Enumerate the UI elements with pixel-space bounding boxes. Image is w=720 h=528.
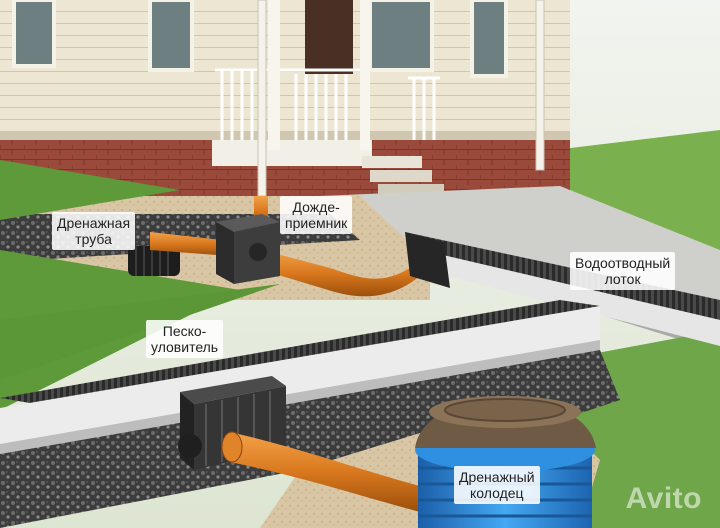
label-drain-channel-line2: лоток bbox=[604, 271, 641, 287]
perforated-pipe bbox=[128, 246, 180, 276]
lower-pipe-end bbox=[221, 431, 243, 463]
lower-pipe-socket bbox=[178, 434, 202, 458]
label-drain-channel: Водоотводный лоток bbox=[570, 252, 676, 290]
door bbox=[305, 0, 353, 74]
downpipe-right bbox=[535, 0, 545, 171]
label-rain-inlet-line1: Дожде- bbox=[292, 199, 340, 215]
upper-pipe-outlet bbox=[262, 250, 420, 297]
main-channel-shadow bbox=[0, 340, 600, 454]
drainage-well bbox=[415, 396, 596, 528]
porch-column bbox=[268, 0, 280, 150]
upper-channel bbox=[405, 232, 720, 320]
label-rain-inlet: Дожде- приемник bbox=[280, 196, 353, 234]
label-sand-trap: Песко- уловитель bbox=[146, 320, 224, 358]
label-drain-well-line2: колодец bbox=[470, 485, 524, 501]
porch-column-2 bbox=[360, 0, 370, 150]
lawn-left bbox=[0, 160, 180, 220]
label-drain-well: Дренажный колодец bbox=[454, 466, 540, 504]
rain-inlet-box bbox=[216, 214, 280, 284]
gravel-bed-bottom bbox=[0, 350, 620, 528]
label-rain-inlet-line2: приемник bbox=[285, 215, 348, 231]
lower-pipe bbox=[230, 432, 420, 512]
window-center bbox=[148, 0, 194, 72]
label-drain-well-line1: Дренажный bbox=[459, 469, 535, 485]
label-sand-trap-line1: Песко- bbox=[162, 323, 207, 339]
label-drain-pipe-line2: труба bbox=[75, 231, 112, 247]
upper-channel-body bbox=[430, 252, 720, 346]
label-drain-pipe: Дренажная труба bbox=[52, 212, 136, 250]
label-drain-pipe-line1: Дренажная bbox=[57, 215, 131, 231]
main-channel-body bbox=[0, 306, 600, 454]
window-right bbox=[368, 0, 434, 72]
porch-floor bbox=[212, 140, 372, 166]
grass-strip bbox=[0, 284, 280, 380]
label-sand-trap-line2: уловитель bbox=[151, 339, 219, 355]
window-left bbox=[12, 0, 56, 68]
main-channel-grate bbox=[0, 300, 600, 408]
window-far-right bbox=[470, 0, 508, 78]
avito-watermark: Avito bbox=[625, 482, 702, 515]
porch-railing bbox=[215, 68, 440, 140]
downpipe-left bbox=[257, 0, 267, 197]
upper-pipe bbox=[150, 232, 230, 256]
label-drain-channel-line1: Водоотводный bbox=[575, 255, 671, 271]
channel-end-box bbox=[405, 232, 450, 288]
